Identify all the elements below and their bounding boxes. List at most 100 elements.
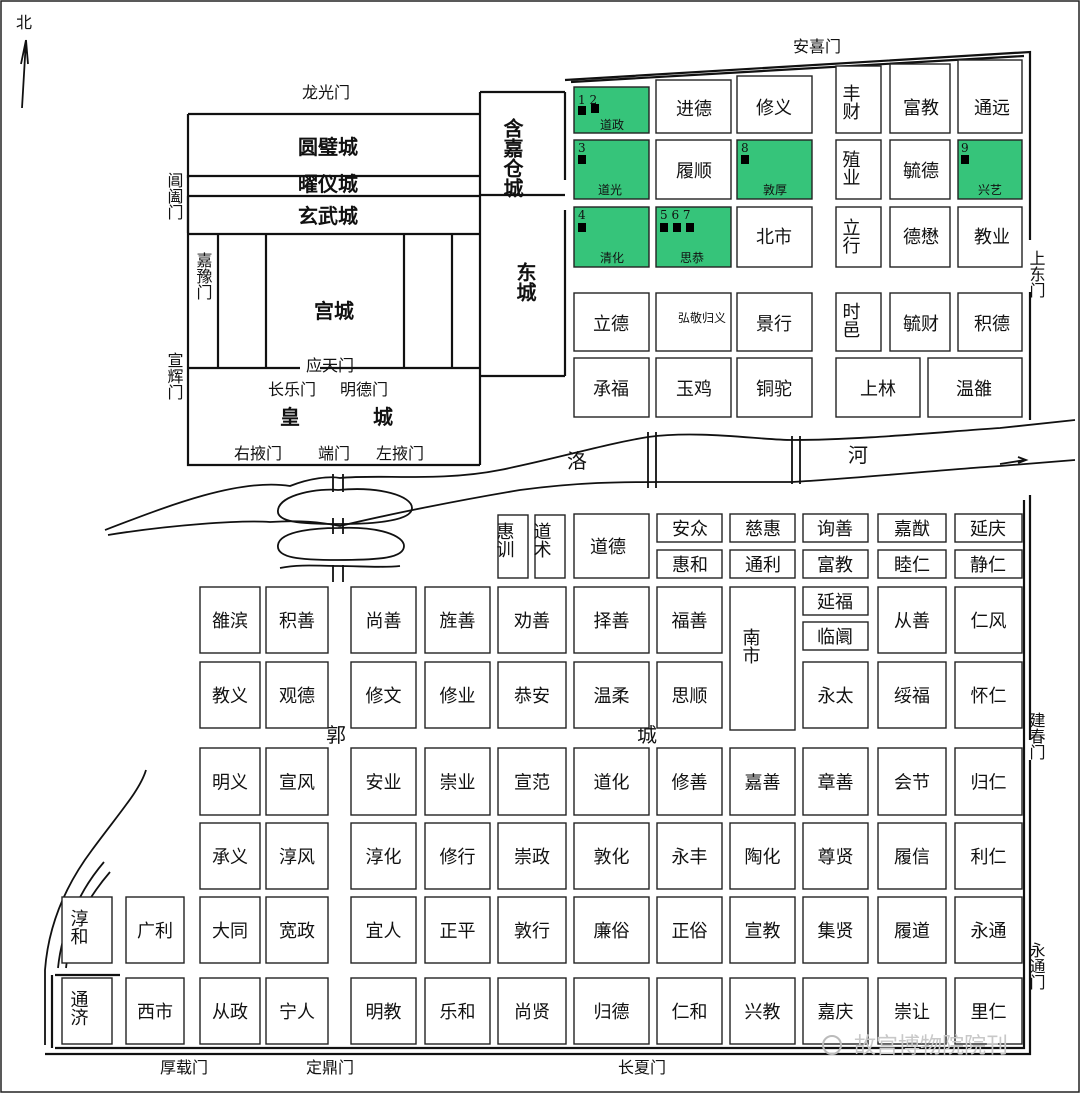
guo-char-2: 城 xyxy=(637,723,657,747)
ward-south-label: 仁和 xyxy=(672,1002,708,1023)
ward-south-3-8 xyxy=(802,822,869,890)
ward-south-label: 归德 xyxy=(594,1002,630,1023)
ward-south-label: 积善 xyxy=(279,611,315,632)
ward-south-label: 永通 xyxy=(971,921,1007,942)
ward-south-label: 教义 xyxy=(212,686,248,707)
ward-qinghua-label: 清化 xyxy=(600,251,624,265)
ward-south-5-4 xyxy=(350,977,417,1045)
ward-south-label: 宣范 xyxy=(514,773,550,794)
ward-shiyi-label: 时邑 xyxy=(840,302,861,338)
ward-tongli xyxy=(729,549,796,579)
ward-shiyi xyxy=(835,292,882,352)
ward-huihe xyxy=(656,549,723,579)
ward-yuji-label: 玉鸡 xyxy=(676,379,712,400)
ward-jingren-label: 静仁 xyxy=(970,555,1006,576)
ward-daoshu xyxy=(534,514,566,579)
ward-xunshan-label: 询善 xyxy=(817,519,853,540)
northeast-wards: 1 2 道政 进德 修义 丰财 富教 通远 3 道光 履顺 8 敦厚 殖业 毓德… xyxy=(573,59,1023,418)
ward-south-label: 敦行 xyxy=(514,921,550,942)
ward-south-label: 道化 xyxy=(594,773,630,794)
ward-jiayou-label: 嘉猷 xyxy=(894,519,930,540)
ward-south-1-3 xyxy=(424,661,491,729)
guo-char-1: 郭 xyxy=(326,723,346,747)
ward-demao xyxy=(889,206,951,268)
changhe-gate: 阊阖门 xyxy=(165,172,184,221)
northeast-wall xyxy=(564,50,1032,420)
ward-south-label: 履信 xyxy=(894,847,930,868)
ward-lvshun-label: 履顺 xyxy=(676,161,712,182)
he-label: 河 xyxy=(848,443,868,467)
ward-south-label: 归仁 xyxy=(971,773,1007,794)
ward-south-2-7 xyxy=(729,747,796,816)
ward-beishi-label: 北市 xyxy=(756,227,792,248)
ward-south-label: 广利 xyxy=(137,921,173,942)
ward-south-1-8 xyxy=(877,661,947,729)
ward-south-label: 崇让 xyxy=(894,1002,930,1023)
ward-zhiye-label: 殖业 xyxy=(840,149,861,186)
ward-cihui-label: 慈惠 xyxy=(745,519,781,540)
ward-south-label: 履道 xyxy=(894,921,930,942)
ward-shanglin xyxy=(835,357,921,418)
ward-south-5-2 xyxy=(199,977,261,1045)
ward-south-label: 修文 xyxy=(366,686,402,707)
ward-south-2-6 xyxy=(656,747,723,816)
ward-south-label: 正平 xyxy=(440,921,476,942)
ward-xiuyi xyxy=(736,75,813,134)
ward-south-label: 福善 xyxy=(672,611,708,632)
ward-south-3-7 xyxy=(729,822,796,890)
ward-south-2-4 xyxy=(497,747,567,816)
ward-south-2-3 xyxy=(424,747,491,816)
ward-yanfu-label: 延福 xyxy=(817,592,853,613)
southeast-special-wards: 惠训 道术 道德 安众 慈惠 询善 嘉猷 延庆 惠和 通利 富教 睦仁 静仁 南… xyxy=(494,513,1023,731)
ward-sigong xyxy=(655,206,732,268)
ward-south-4-1 xyxy=(125,896,185,964)
ward-south-0-8 xyxy=(954,586,1023,654)
ward-south-label: 利仁 xyxy=(971,847,1007,868)
xuanhui-gate: 宣辉门 xyxy=(165,352,184,401)
ward-south-1-0 xyxy=(199,661,261,729)
ward-south-label: 恭安 xyxy=(514,686,550,707)
ward-south-1-1 xyxy=(265,661,329,729)
ward-daoguang-label: 道光 xyxy=(598,183,622,197)
ward-south-label: 会节 xyxy=(894,773,930,794)
ward-tongyuan-label: 通远 xyxy=(974,98,1010,119)
ward-south-5-7 xyxy=(573,977,650,1045)
ward-south-5-9 xyxy=(729,977,796,1045)
ward-dunhou xyxy=(736,139,813,200)
ward-daoguang xyxy=(573,139,650,200)
ward-south-label: 仁风 xyxy=(971,611,1007,632)
yongtong-gate: 永通门 xyxy=(1027,942,1046,991)
ward-south-2-9 xyxy=(877,747,947,816)
ward-yanfu xyxy=(802,586,869,616)
ward-lide xyxy=(573,292,650,352)
ward-south-3-9 xyxy=(877,822,947,890)
ward-south-label: 廉俗 xyxy=(594,921,630,942)
ward-south-label: 安业 xyxy=(366,773,402,794)
outer-gates: 建春门 永通门 厚载门 定鼎门 长夏门 xyxy=(160,712,1046,1077)
wechat-icon xyxy=(822,1035,842,1055)
ward-south-label: 崇政 xyxy=(514,847,550,868)
ward-jingren xyxy=(954,549,1023,579)
ward-south-label: 劝善 xyxy=(514,611,550,632)
ward-daozheng-label: 道政 xyxy=(600,118,624,132)
youye-gate: 右掖门 xyxy=(234,444,282,463)
ward-south-4-10 xyxy=(802,896,869,964)
ward-south-0-5 xyxy=(573,586,650,654)
ward-south-5-11 xyxy=(877,977,947,1045)
ward-sigong-label: 思恭 xyxy=(680,251,704,265)
ward-south-label: 宽政 xyxy=(279,921,315,942)
ward-lide-label: 立德 xyxy=(593,314,629,335)
ward-south-3-10 xyxy=(954,822,1023,890)
ward-wenluo-label: 温雒 xyxy=(956,379,992,400)
ward-cihui xyxy=(729,513,796,543)
ward-south-0-1 xyxy=(265,586,329,654)
ward-south-1-5 xyxy=(573,661,650,729)
ward-south-2-5 xyxy=(573,747,650,816)
ward-south-label: 敦化 xyxy=(594,847,630,868)
ward-qinghua xyxy=(573,206,650,268)
ward-duren-label: 睦仁 xyxy=(894,555,930,576)
palace-gates: 龙光门 阊阖门 嘉豫门 宣辉门 应天门 长乐门 明德门 右掖门 端门 左掖门 xyxy=(165,83,425,463)
ward-south-label: 从政 xyxy=(212,1002,248,1023)
ward-south-label: 陶化 xyxy=(745,847,781,868)
ward-huihe-label: 惠和 xyxy=(672,555,708,576)
